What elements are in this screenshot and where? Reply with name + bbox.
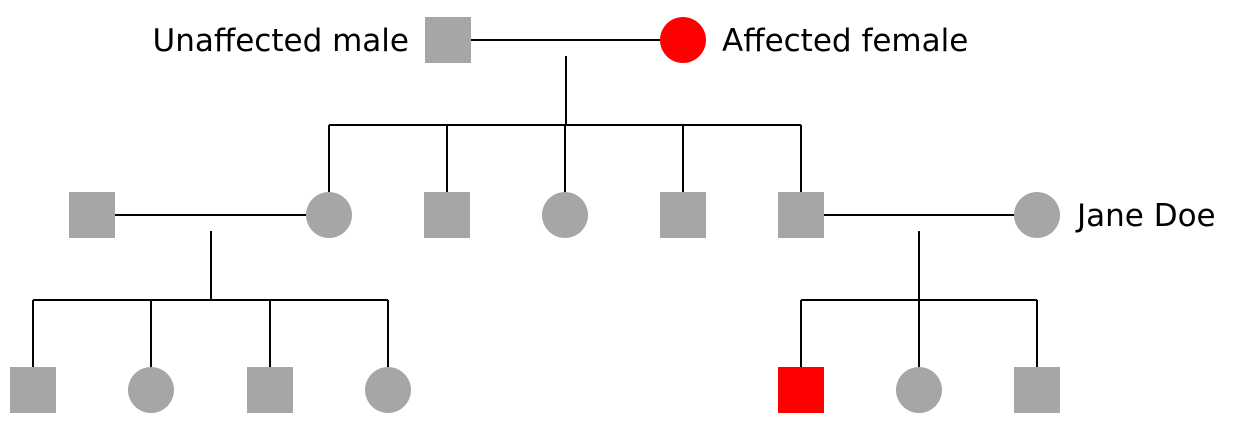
- unaffected-male-symbol-g1-male: [425, 17, 471, 63]
- unaffected-female-symbol-g2-spouse-right: [1014, 192, 1060, 238]
- affected-male-symbol-g3-right-1: [778, 367, 824, 413]
- unaffected-male-symbol-g2-spouse-left: [69, 192, 115, 238]
- unaffected-female-symbol-g3-left-2: [128, 367, 174, 413]
- unaffected-male-symbol-g3-left-1: [10, 367, 56, 413]
- unaffected-female-symbol-g3-left-4: [365, 367, 411, 413]
- individual-label-g2-spouse-right: Jane Doe: [1075, 198, 1216, 234]
- unaffected-male-symbol-g2-child-5: [778, 192, 824, 238]
- pedigree-lines: [32, 39, 1038, 367]
- individual-label-g1-male: Unaffected male: [153, 23, 409, 59]
- unaffected-male-symbol-g3-left-3: [247, 367, 293, 413]
- unaffected-female-symbol-g2-child-3: [542, 192, 588, 238]
- unaffected-female-symbol-g3-right-2: [896, 367, 942, 413]
- unaffected-male-symbol-g3-right-3: [1014, 367, 1060, 413]
- individual-label-g1-female: Affected female: [722, 23, 968, 59]
- unaffected-male-symbol-g2-child-4: [660, 192, 706, 238]
- affected-female-symbol-g1-female: [660, 17, 706, 63]
- unaffected-male-symbol-g2-child-2: [424, 192, 470, 238]
- pedigree-individuals: [10, 17, 1060, 413]
- unaffected-female-symbol-g2-child-1: [306, 192, 352, 238]
